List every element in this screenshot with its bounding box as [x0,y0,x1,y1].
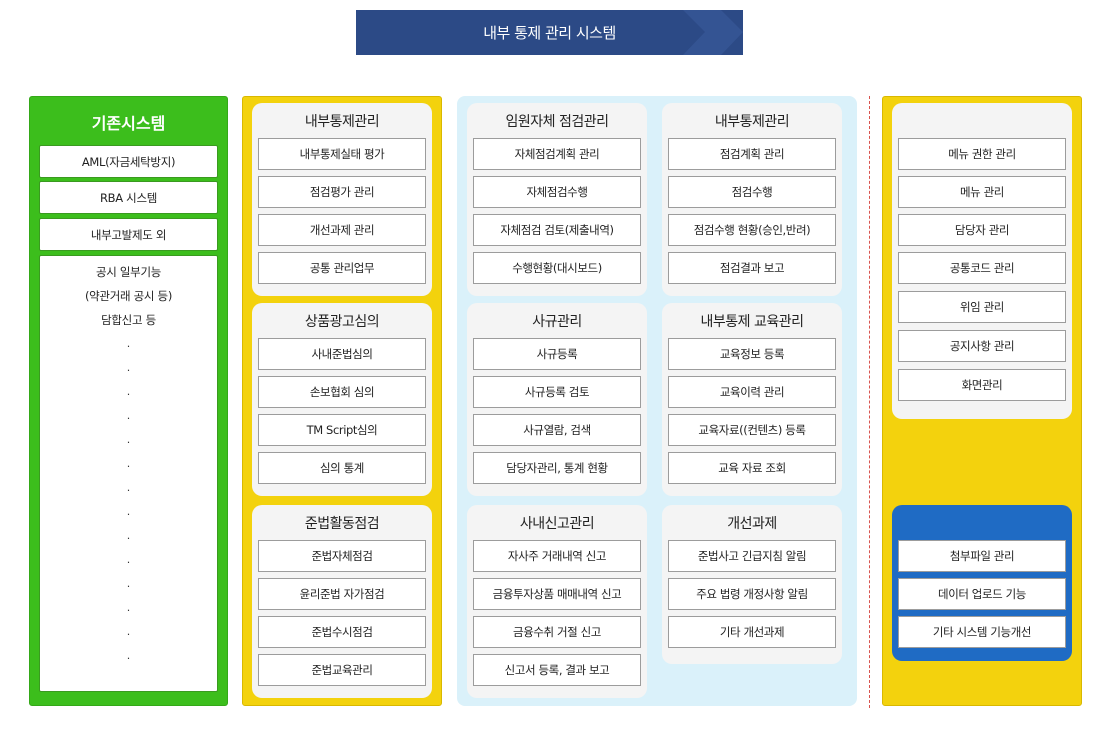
system-title: 내부 통제 관리 시스템 [483,24,616,42]
panel-education-mgmt: 내부통제 교육관리 교육정보 등록 교육이력 관리 교육자료((컨텐츠) 등록 … [662,303,842,496]
menu-item[interactable]: 자체점검 검토(제출내역) [473,214,641,246]
extra-menu-item[interactable]: 기타 시스템 기능개선 [898,616,1066,648]
panel-title: 내부통제관리 [304,114,380,130]
menu-item[interactable]: 교육 자료 조회 [668,452,836,484]
ellipsis-dot: . [126,529,131,542]
menu-item[interactable]: 교육이력 관리 [668,376,836,408]
ellipsis-dot: . [126,433,131,446]
menu-item[interactable]: 점검계획 관리 [668,138,836,170]
menu-item[interactable]: 준법교육관리 [258,654,426,686]
menu-item[interactable]: 점검수행 현황(승인,반려) [668,214,836,246]
admin-menu-item[interactable]: 메뉴 관리 [898,176,1066,208]
panel-internal-control-mgmt: 내부통제관리 내부통제실태 평가 점검평가 관리 개선과제 관리 공통 관리업무 [252,103,432,296]
panel-title: 준법활동점검 [304,516,380,532]
system-title-banner: 내부 통제 관리 시스템 [356,10,743,55]
extra-menu-item[interactable]: 첨부파일 관리 [898,540,1066,572]
menu-item[interactable]: 점검결과 보고 [668,252,836,284]
extra-menu-item[interactable]: 데이터 업로드 기능 [898,578,1066,610]
ellipsis-dot: . [126,649,131,662]
menu-item[interactable]: 기타 개선과제 [668,616,836,648]
menu-item[interactable]: 심의 통계 [258,452,426,484]
panel-title: 사규관리 [532,314,582,330]
menu-item[interactable]: 교육정보 등록 [668,338,836,370]
ellipsis-dot: . [126,457,131,470]
panel-regulation-mgmt: 사규관리 사규등록 사규등록 검토 사규열람, 검색 담당자관리, 통계 현황 [467,303,647,496]
menu-item[interactable]: 사규등록 검토 [473,376,641,408]
ellipsis-dot: . [126,337,131,350]
admin-menu-item[interactable]: 위임 관리 [898,291,1066,323]
menu-item[interactable]: 사규열람, 검색 [473,414,641,446]
menu-item[interactable]: 개선과제 관리 [258,214,426,246]
admin-menu-item[interactable]: 화면관리 [898,369,1066,401]
panel-internal-report: 사내신고관리 자사주 거래내역 신고 금융투자상품 매매내역 신고 금융수취 거… [467,505,647,698]
menu-item[interactable]: 자체점검계획 관리 [473,138,641,170]
panel-ad-review: 상품광고심의 사내준법심의 손보협회 심의 TM Script심의 심의 통계 [252,303,432,496]
panel-title: 내부통제관리 [714,114,790,130]
legacy-item-rba[interactable]: RBA 시스템 [39,181,218,214]
menu-item[interactable]: 준법자체점검 [258,540,426,572]
menu-item[interactable]: 자체점검수행 [473,176,641,208]
dashed-divider [869,96,870,708]
menu-item[interactable]: TM Script심의 [258,414,426,446]
menu-item[interactable]: 손보협회 심의 [258,376,426,408]
ellipsis-dot: . [126,385,131,398]
admin-menu-item[interactable]: 공통코드 관리 [898,252,1066,284]
admin-menu-item[interactable]: 공지사항 관리 [898,330,1066,362]
menu-item[interactable]: 사내준법심의 [258,338,426,370]
panel-exec-self-check: 임원자체 점검관리 자체점검계획 관리 자체점검수행 자체점검 검토(제출내역)… [467,103,647,296]
ellipsis-dot: . [126,481,131,494]
admin-menu-item[interactable]: 담당자 관리 [898,214,1066,246]
panel-compliance-check: 준법활동점검 준법자체점검 윤리준법 자가점검 준법수시점검 준법교육관리 [252,505,432,698]
panel-improvement-tasks: 개선과제 준법사고 긴급지침 알림 주요 법령 개정사항 알림 기타 개선과제 [662,505,842,664]
legacy-etc-box: 공시 일부기능 (약관거래 공시 등) 담합신고 등 . . . . . . .… [39,255,218,692]
panel-title: 개선과제 [727,516,777,532]
menu-item[interactable]: 금융수취 거절 신고 [473,616,641,648]
ellipsis-dot: . [126,577,131,590]
panel-title: 내부통제 교육관리 [700,314,805,330]
menu-item[interactable]: 내부통제실태 평가 [258,138,426,170]
menu-item[interactable]: 자사주 거래내역 신고 [473,540,641,572]
panel-internal-control-mgmt-2: 내부통제관리 점검계획 관리 점검수행 점검수행 현황(승인,반려) 점검결과 … [662,103,842,296]
menu-item[interactable]: 교육자료((컨텐츠) 등록 [668,414,836,446]
ellipsis-dot: . [126,601,131,614]
ellipsis-dot: . [126,361,131,374]
menu-item[interactable]: 준법수시점검 [258,616,426,648]
panel-extra-functions: 첨부파일 관리 데이터 업로드 기능 기타 시스템 기능개선 [892,505,1072,661]
menu-item[interactable]: 점검수행 [668,176,836,208]
menu-item[interactable]: 주요 법령 개정사항 알림 [668,578,836,610]
menu-item[interactable]: 점검평가 관리 [258,176,426,208]
menu-item[interactable]: 준법사고 긴급지침 알림 [668,540,836,572]
ellipsis-dot: . [126,409,131,422]
panel-admin: 메뉴 권한 관리 메뉴 관리 담당자 관리 공통코드 관리 위임 관리 공지사항… [892,103,1072,419]
legacy-item-aml[interactable]: AML(자금세탁방지) [39,145,218,178]
menu-item[interactable]: 담당자관리, 통계 현황 [473,452,641,484]
legacy-note-line: 담합신고 등 [101,313,156,327]
ellipsis-dot: . [126,505,131,518]
admin-menu-item[interactable]: 메뉴 권한 관리 [898,138,1066,170]
legacy-item-whistleblower[interactable]: 내부고발제도 외 [39,218,218,251]
panel-title: 임원자체 점검관리 [505,114,610,130]
menu-item[interactable]: 사규등록 [473,338,641,370]
ellipsis-dot: . [126,553,131,566]
panel-title: 사내신고관리 [519,516,595,532]
legacy-note-line: (약관거래 공시 등) [84,289,173,303]
banner-decoration [683,10,743,55]
legacy-note-line: 공시 일부기능 [95,265,162,279]
menu-item[interactable]: 수행현황(대시보드) [473,252,641,284]
menu-item[interactable]: 공통 관리업무 [258,252,426,284]
panel-title: 상품광고심의 [304,314,380,330]
menu-item[interactable]: 신고서 등록, 결과 보고 [473,654,641,686]
menu-item[interactable]: 윤리준법 자가점검 [258,578,426,610]
ellipsis-dot: . [126,625,131,638]
menu-item[interactable]: 금융투자상품 매매내역 신고 [473,578,641,610]
legacy-title: 기존시스템 [91,114,166,133]
